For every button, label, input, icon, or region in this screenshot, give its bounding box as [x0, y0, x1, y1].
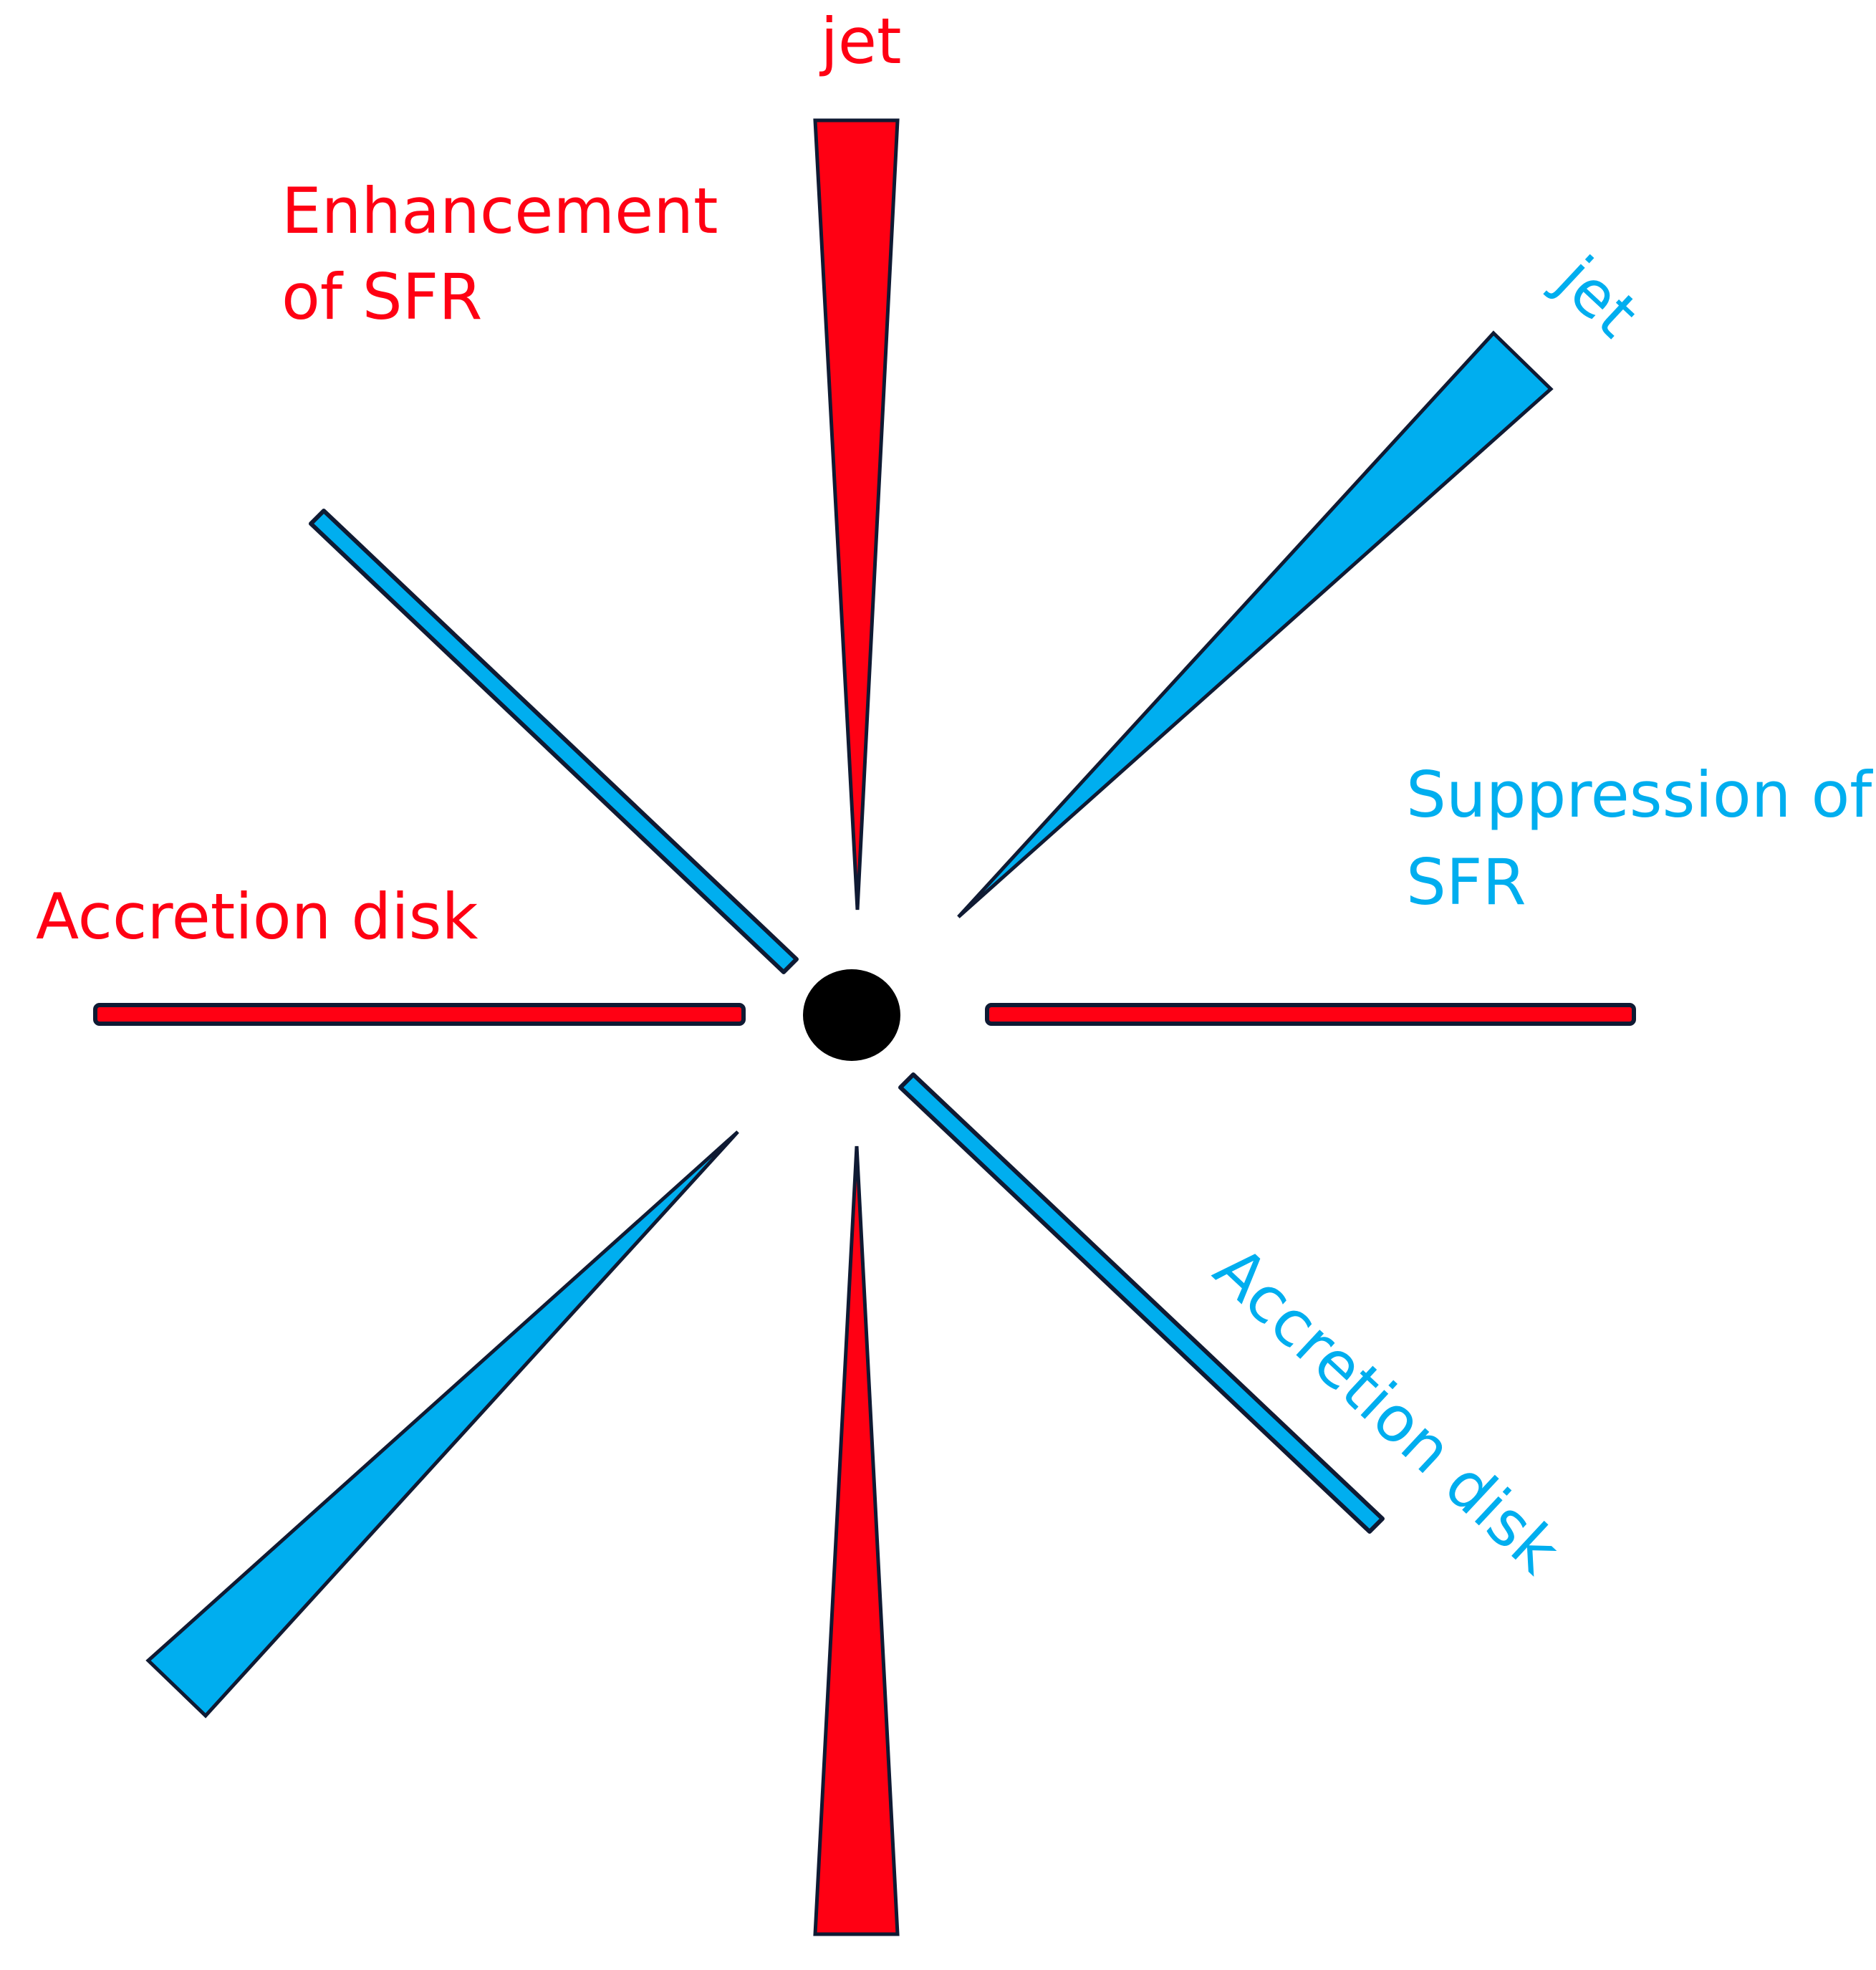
- red-effect-label-line1: Enhancement: [282, 174, 718, 248]
- blue-accretion-disk-upper-left: [309, 509, 799, 974]
- red-jet-label: jet: [819, 4, 901, 78]
- red-jet-bottom: [813, 1145, 900, 1936]
- blue-jet-upper-right: [957, 330, 1554, 918]
- red-effect-label-line2: of SFR: [282, 260, 482, 334]
- central-black-hole: [803, 969, 900, 1061]
- blue-effect-label-line2: SFR: [1406, 845, 1526, 919]
- red-accretion-disk-right: [985, 1003, 1636, 1026]
- red-jet-top: [813, 118, 900, 910]
- red-accretion-disk-left: [93, 1003, 746, 1026]
- blue-jet-lower-left: [145, 1130, 739, 1719]
- blue-effect-label-line1: Suppression of: [1406, 758, 1873, 832]
- red-accretion-disk-label: Accretion disk: [36, 880, 478, 953]
- blue-accretion-disk-lower-right: [898, 1072, 1385, 1534]
- blue-jet-label: jet: [1541, 241, 1652, 352]
